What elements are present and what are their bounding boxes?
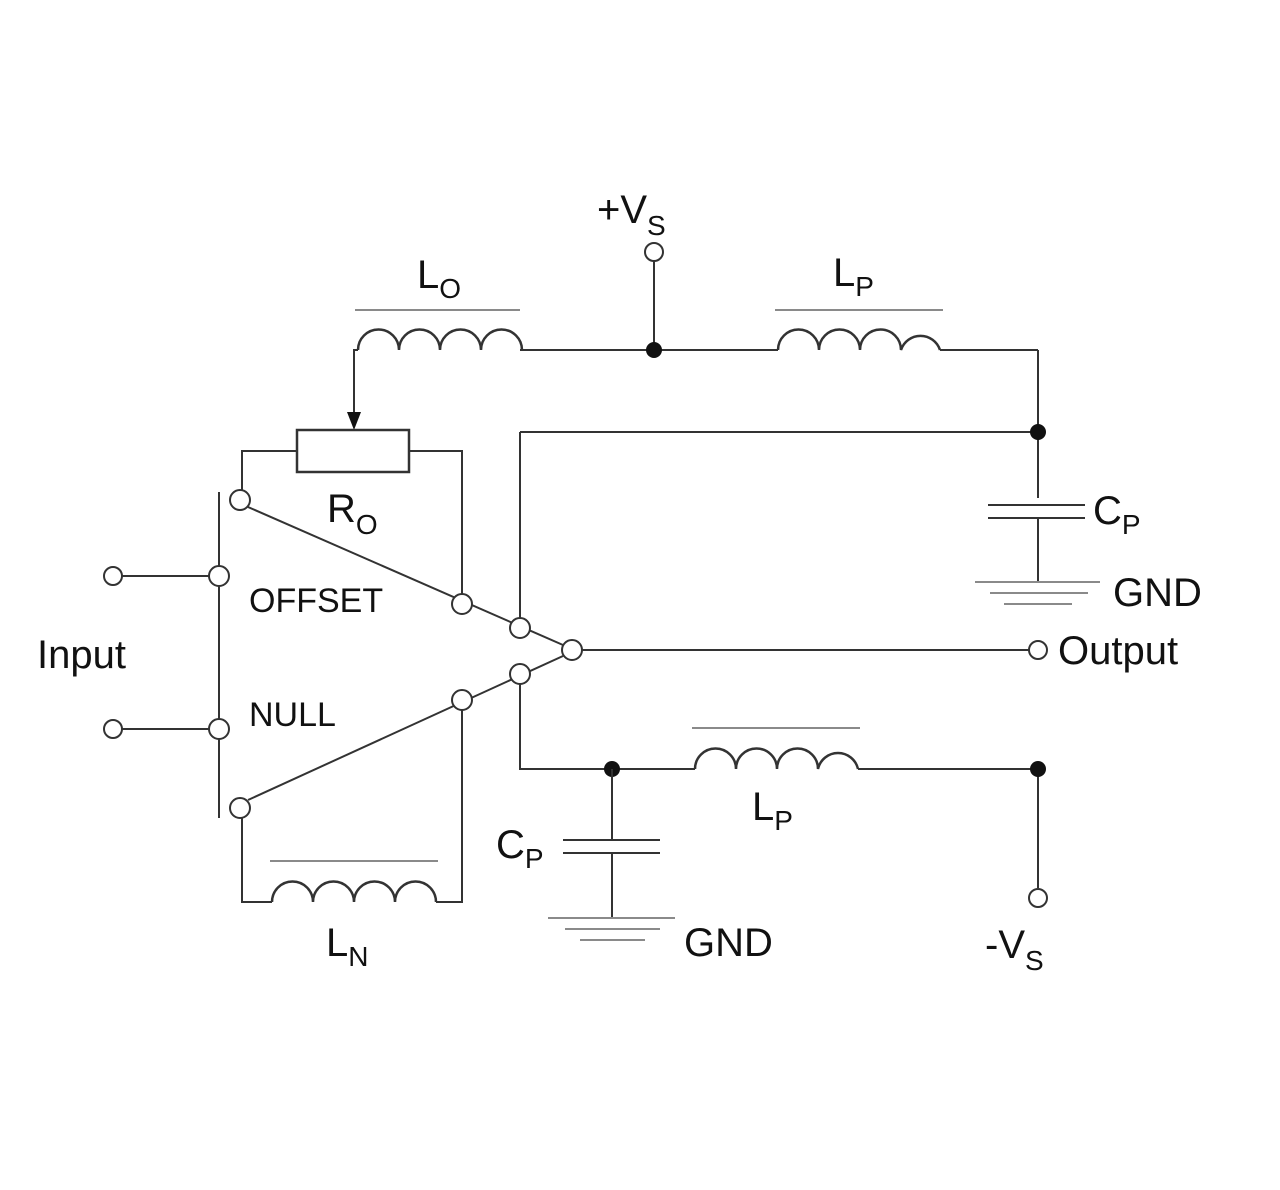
junction-dot	[646, 342, 662, 358]
resistor-ro-icon	[295, 428, 411, 474]
pin-offset-null-bottom	[451, 689, 473, 711]
inductor-lp-top-icon	[776, 328, 942, 351]
label-gnd-right: GND	[1113, 571, 1202, 615]
vs-neg-terminal	[1028, 888, 1048, 908]
pin-vs-neg	[509, 663, 531, 685]
ln-right-wire	[436, 710, 463, 903]
ro-left-wire	[241, 450, 297, 500]
label-lp-top: LP	[833, 251, 874, 302]
wiper-arrow-icon	[347, 412, 361, 430]
pin-output	[561, 639, 583, 661]
label-lp-bottom: LP	[752, 785, 793, 836]
pin-noninverting-input	[208, 718, 230, 740]
pin-vs-pos	[509, 617, 531, 639]
pin-offset-1	[229, 489, 251, 511]
pin-offset-2	[229, 797, 251, 819]
ln-left-wire	[241, 818, 272, 903]
label-input: Input	[37, 633, 126, 677]
input-terminal-top	[103, 566, 123, 586]
label-cp-right: CP	[1093, 489, 1141, 540]
pin4-supply-wire	[519, 684, 695, 770]
pin-offset-null-top	[451, 593, 473, 615]
label-null: NULL	[249, 696, 336, 734]
junction-dot-right	[1030, 424, 1046, 440]
package-top-edge	[247, 506, 564, 646]
output-terminal	[1028, 640, 1048, 660]
package-bottom-edge	[247, 655, 564, 801]
label-lo: LO	[417, 253, 461, 304]
ro-right-wire	[409, 450, 463, 598]
inductor-ln-icon	[270, 880, 438, 903]
label-ln: LN	[326, 921, 368, 972]
inductor-lo-icon	[356, 328, 524, 351]
inductor-lp-bottom-icon	[693, 747, 860, 770]
pin-inverting-input	[208, 565, 230, 587]
label-output: Output	[1058, 629, 1178, 673]
vs-pos-terminal	[644, 242, 664, 262]
input-terminal-bottom	[103, 719, 123, 739]
label-cp-bottom: CP	[496, 823, 544, 874]
wiper-wire	[353, 349, 358, 420]
label-offset: OFFSET	[249, 582, 383, 620]
label-gnd-bottom: GND	[684, 921, 773, 965]
junction-dot-bottom-right	[1030, 761, 1046, 777]
label-vs-pos: +VS	[597, 188, 666, 241]
label-ro: RO	[327, 487, 378, 540]
label-vs-neg: -VS	[985, 923, 1044, 976]
